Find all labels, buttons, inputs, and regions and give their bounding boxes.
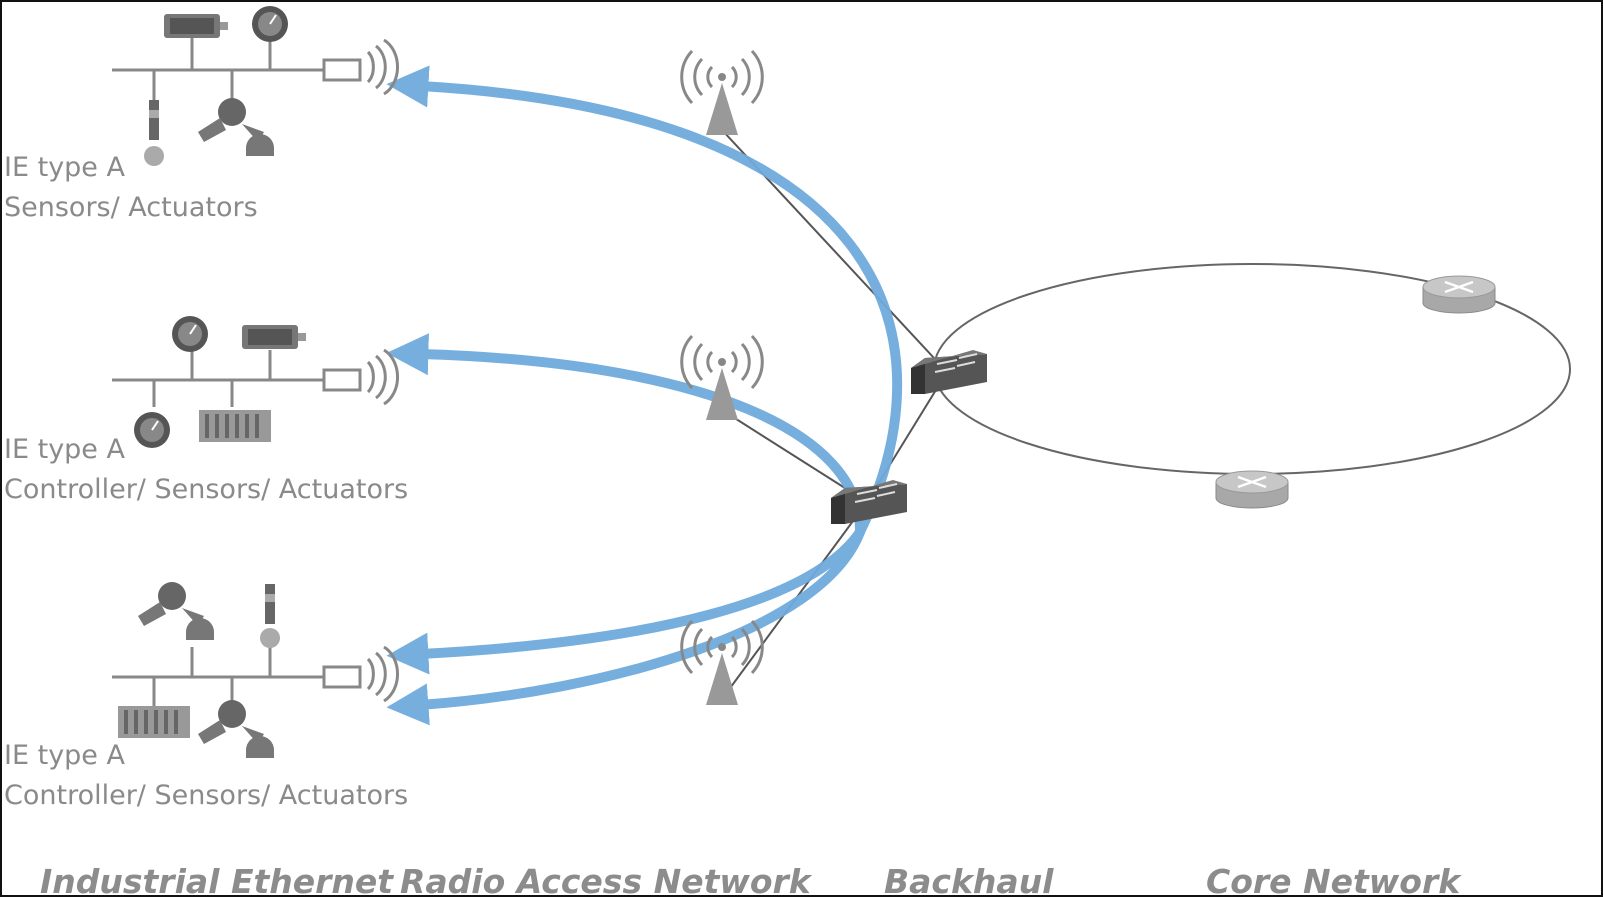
radio-tower-icon <box>680 334 764 420</box>
flow-arrow-group-2-return <box>386 527 865 675</box>
ie-bus-group-1 <box>112 32 399 102</box>
group-2-role-label: Controller/ Sensors/ Actuators <box>4 474 409 505</box>
backhaul-switch-icon <box>911 350 987 394</box>
section-label-core-network: Core Network <box>1206 862 1461 897</box>
section-label-industrial-ethernet: Industrial Ethernet <box>40 862 394 897</box>
section-label-backhaul: Backhaul <box>884 862 1054 897</box>
plc-controller-icon <box>199 410 271 442</box>
motor-icon <box>242 325 306 349</box>
ie-bus-group-3 <box>112 645 399 707</box>
gauge-icon <box>134 412 170 448</box>
flow-arrow-group-1 <box>386 65 903 537</box>
robot-arm-icon <box>198 98 274 156</box>
group-3-type-label: IE type A <box>4 740 125 771</box>
data-flow-arrows <box>386 65 903 726</box>
gauge-icon <box>172 316 208 352</box>
group-1-role-label: Sensors/ Actuators <box>4 192 258 223</box>
group-3-role-label: Controller/ Sensors/ Actuators <box>4 780 409 811</box>
section-label-radio-access-network: Radio Access Network <box>400 862 811 897</box>
signal-tower-icon <box>260 584 280 648</box>
ran-switch-icon <box>831 480 907 524</box>
radio-tower-icon <box>680 49 764 135</box>
flow-arrow-group-1-return <box>386 527 865 726</box>
robot-arm-icon <box>198 700 274 758</box>
radio-tower-icon <box>680 619 764 705</box>
signal-tower-icon <box>144 100 164 166</box>
flow-arrow-group-2 <box>386 333 866 537</box>
robot-arm-icon <box>138 582 214 640</box>
core-router-icon <box>1422 275 1496 314</box>
group-1-type-label: IE type A <box>4 152 125 183</box>
ie-bus-group-2 <box>112 348 399 407</box>
group-2-type-label: IE type A <box>4 434 125 465</box>
core-router-icon <box>1215 470 1289 509</box>
gauge-icon <box>252 6 288 42</box>
plc-controller-icon <box>118 706 190 738</box>
motor-icon <box>164 14 228 38</box>
